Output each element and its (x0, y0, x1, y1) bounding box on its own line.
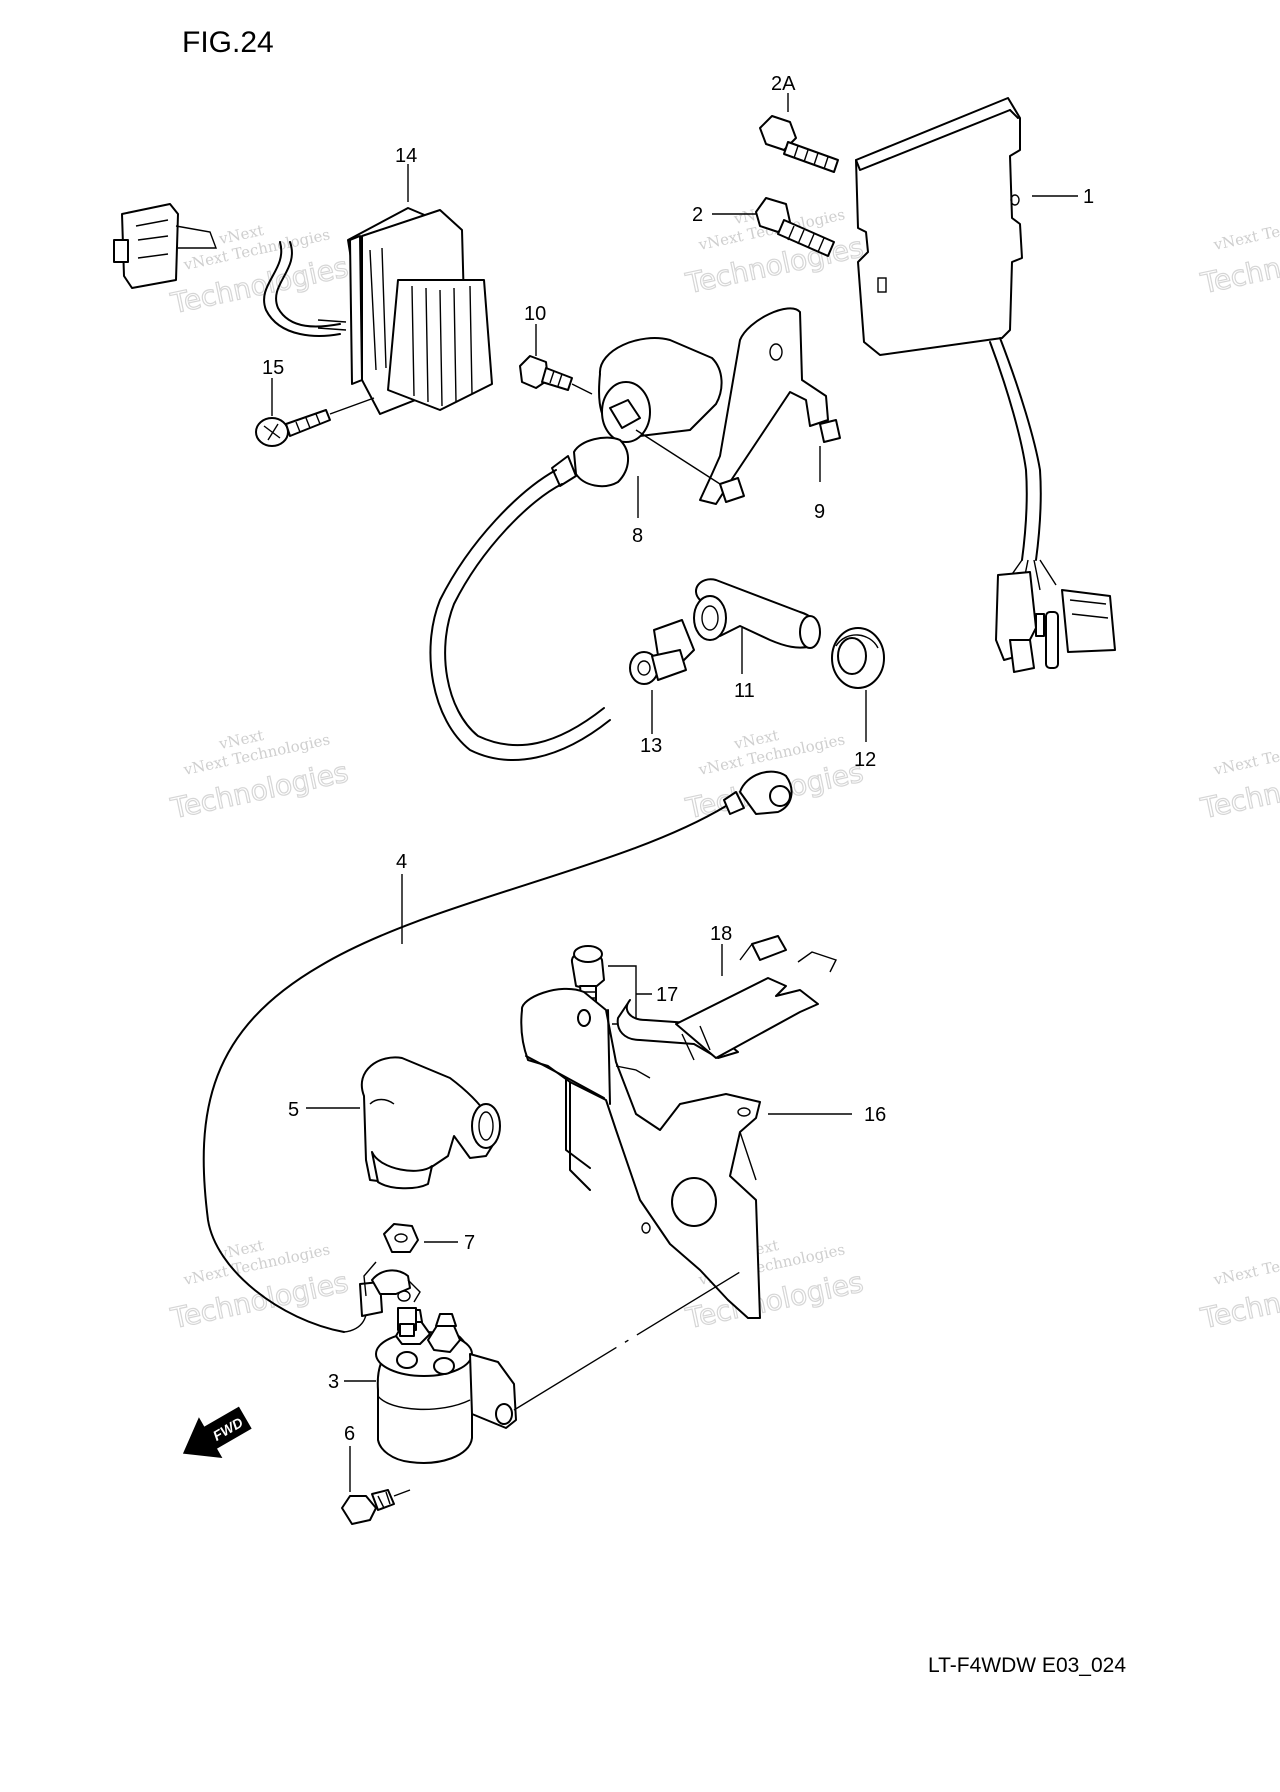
nut-7-drawing (383, 1223, 419, 1253)
callout-17: 17 (656, 984, 678, 1006)
svg-text:vNext Technologies: vNext Technologies (1211, 730, 1280, 779)
strap-18-drawing (616, 935, 837, 1061)
callout-18: 18 (710, 923, 732, 945)
callout-2a: 2A (771, 73, 796, 95)
watermark: vNext Technologies Technologies vNext (167, 1236, 352, 1336)
watermark: vNext Technologies Technologies (1197, 730, 1280, 826)
callout-14: 14 (395, 145, 417, 167)
bolt-6-drawing (341, 1489, 411, 1525)
callout-13: 13 (640, 735, 662, 757)
terminal-13-drawing (629, 619, 695, 685)
bolt-2a-drawing (759, 115, 839, 173)
ignition-coil-drawing (429, 307, 841, 761)
callout-16: 16 (864, 1104, 886, 1126)
callout-12: 12 (854, 749, 876, 771)
callout-5: 5 (288, 1099, 299, 1121)
callout-2: 2 (692, 204, 703, 226)
watermark: vNext Technologies Technologies vNext (167, 221, 352, 321)
cdi-unit-drawing (855, 97, 1116, 673)
callout-4: 4 (396, 851, 407, 873)
bolt-2-drawing (755, 197, 835, 257)
svg-text:vNext Technologies: vNext Technologies (1211, 1240, 1280, 1289)
screw-15-drawing (255, 397, 375, 447)
grommet-12-drawing (831, 627, 885, 689)
fwd-arrow-icon: FWD (182, 1406, 252, 1458)
callout-15: 15 (262, 357, 284, 379)
figure-title: FIG.24 (182, 26, 274, 59)
starter-lead-drawing (202, 770, 793, 1333)
watermark: vNext Technologies Technologies (1197, 205, 1280, 301)
svg-text:vNext Technologies: vNext Technologies (1211, 205, 1280, 254)
terminal-cover-drawing (360, 1056, 501, 1190)
callout-6: 6 (344, 1423, 355, 1445)
figure-code: LT-F4WDW E03_024 (928, 1654, 1126, 1677)
callout-3: 3 (328, 1371, 339, 1393)
watermark: vNext Technologies Technologies vNext (167, 726, 352, 826)
bracket-16-drawing (520, 987, 761, 1319)
watermark: vNext Technologies Technologies (1197, 1240, 1280, 1336)
spark-plug-cap-drawing (693, 578, 821, 649)
callout-7: 7 (464, 1232, 475, 1254)
callout-8: 8 (632, 525, 643, 547)
starter-relay-drawing (371, 1269, 741, 1464)
callout-1: 1 (1083, 186, 1094, 208)
bolt-10-drawing (519, 355, 593, 395)
callout-9: 9 (814, 501, 825, 523)
callout-10: 10 (524, 303, 546, 325)
callout-11: 11 (734, 680, 755, 702)
regulator-rectifier-drawing (113, 203, 493, 415)
